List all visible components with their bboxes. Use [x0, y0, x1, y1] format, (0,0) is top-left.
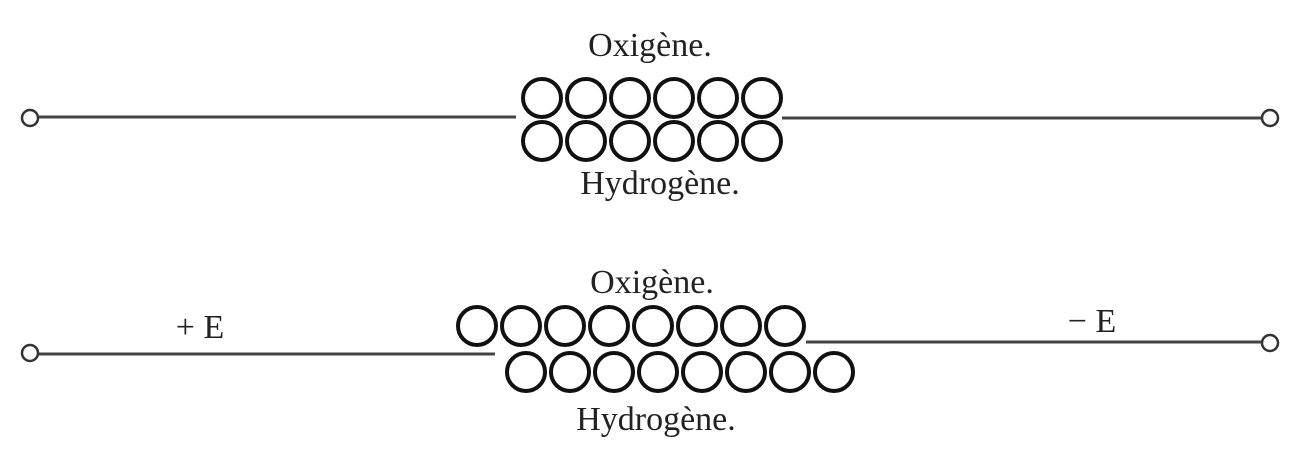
right-terminal	[1260, 108, 1280, 128]
hydrogen-atom	[813, 351, 855, 393]
oxygen-atom	[697, 77, 739, 119]
oxygen-atom	[764, 305, 806, 347]
hydrogen-atom	[769, 351, 811, 393]
oxygen-atom	[588, 305, 630, 347]
left-terminal	[20, 343, 40, 363]
hydrogen-atom	[741, 120, 783, 162]
hydrogen-atom	[549, 351, 591, 393]
top-diagram: Oxigène. Hydrogène.	[20, 27, 1280, 202]
oxygen-atom	[500, 305, 542, 347]
hydrogen-atom	[653, 120, 695, 162]
hydrogen-atom	[697, 120, 739, 162]
oxygen-atom	[521, 77, 563, 119]
oxygen-label: Oxigène.	[590, 264, 714, 301]
oxygen-atom	[741, 77, 783, 119]
hydrogen-atom	[609, 120, 651, 162]
hydrogen-label: Hydrogène.	[576, 401, 736, 438]
hydrogen-row	[505, 351, 855, 393]
right-terminal	[1260, 333, 1280, 353]
oxygen-label: Oxigène.	[588, 27, 712, 64]
oxygen-row	[521, 77, 783, 119]
hydrogen-atom	[637, 351, 679, 393]
oxygen-atom	[653, 77, 695, 119]
hydrogen-atom	[593, 351, 635, 393]
hydrogen-atom	[521, 120, 563, 162]
oxygen-atom	[565, 77, 607, 119]
hydrogen-label: Hydrogène.	[580, 165, 740, 202]
oxygen-atom	[720, 305, 762, 347]
oxygen-atom	[632, 305, 674, 347]
hydrogen-atom	[681, 351, 723, 393]
oxygen-atom	[456, 305, 498, 347]
hydrogen-atom	[565, 120, 607, 162]
oxygen-atom	[609, 77, 651, 119]
oxygen-atom	[544, 305, 586, 347]
negative-electrode-label: − E	[1068, 303, 1116, 340]
oxygen-row	[456, 305, 806, 347]
left-terminal	[20, 108, 40, 128]
bottom-diagram: + E − E Oxigène. Hydrogène.	[20, 264, 1280, 438]
hydrogen-atom	[505, 351, 547, 393]
hydrogen-row	[521, 120, 783, 162]
oxygen-atom	[676, 305, 718, 347]
hydrogen-atom	[725, 351, 767, 393]
positive-electrode-label: + E	[176, 309, 224, 346]
